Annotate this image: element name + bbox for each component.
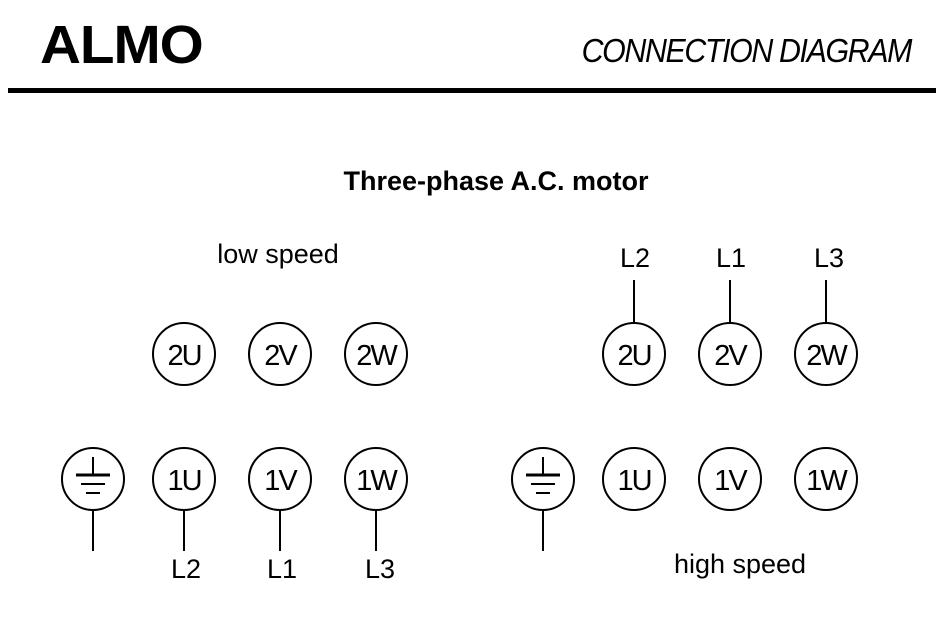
terminal-circle bbox=[698, 447, 762, 511]
terminal-2v: 2V bbox=[714, 340, 748, 372]
low-speed-label: low speed bbox=[217, 239, 339, 269]
terminal-2w: 2W bbox=[356, 340, 398, 372]
line-label: L1 bbox=[267, 554, 297, 584]
high-speed-group: L2 L1 L3 2U 2V 2W 1U 1V 1W high speed bbox=[511, 243, 858, 579]
line-label: L2 bbox=[620, 243, 650, 273]
terminal-circle bbox=[602, 322, 666, 386]
line-label: L1 bbox=[716, 243, 746, 273]
terminal-2u: 2U bbox=[167, 340, 200, 372]
terminal-circle bbox=[794, 322, 858, 386]
terminal-circle bbox=[602, 447, 666, 511]
terminal-1w: 1W bbox=[806, 465, 848, 497]
low-speed-group: low speed 2U 2V 2W 1U 1V 1W L2 L1 L3 bbox=[61, 239, 408, 584]
line-label: L2 bbox=[171, 554, 201, 584]
terminal-2v: 2V bbox=[264, 340, 298, 372]
ground-icon bbox=[61, 447, 125, 551]
terminal-circle bbox=[698, 322, 762, 386]
terminal-1v: 1V bbox=[264, 465, 298, 497]
brand-logo: ALMO bbox=[40, 15, 204, 75]
terminal-circle bbox=[152, 322, 216, 386]
high-speed-label: high speed bbox=[674, 549, 806, 579]
document-title: CONNECTION DIAGRAM bbox=[581, 32, 913, 69]
terminal-1u: 1U bbox=[167, 465, 200, 497]
header-divider bbox=[8, 88, 936, 93]
line-label: L3 bbox=[365, 554, 395, 584]
ground-icon bbox=[511, 447, 575, 551]
terminal-1w: 1W bbox=[356, 465, 398, 497]
terminal-2u: 2U bbox=[617, 340, 650, 372]
terminal-circle bbox=[794, 447, 858, 511]
terminal-1v: 1V bbox=[714, 465, 748, 497]
terminal-2w: 2W bbox=[806, 340, 848, 372]
diagram-title: Three-phase A.C. motor bbox=[343, 166, 649, 196]
terminal-1u: 1U bbox=[617, 465, 650, 497]
line-label: L3 bbox=[814, 243, 844, 273]
terminal-circle bbox=[344, 322, 408, 386]
terminal-circle bbox=[248, 322, 312, 386]
